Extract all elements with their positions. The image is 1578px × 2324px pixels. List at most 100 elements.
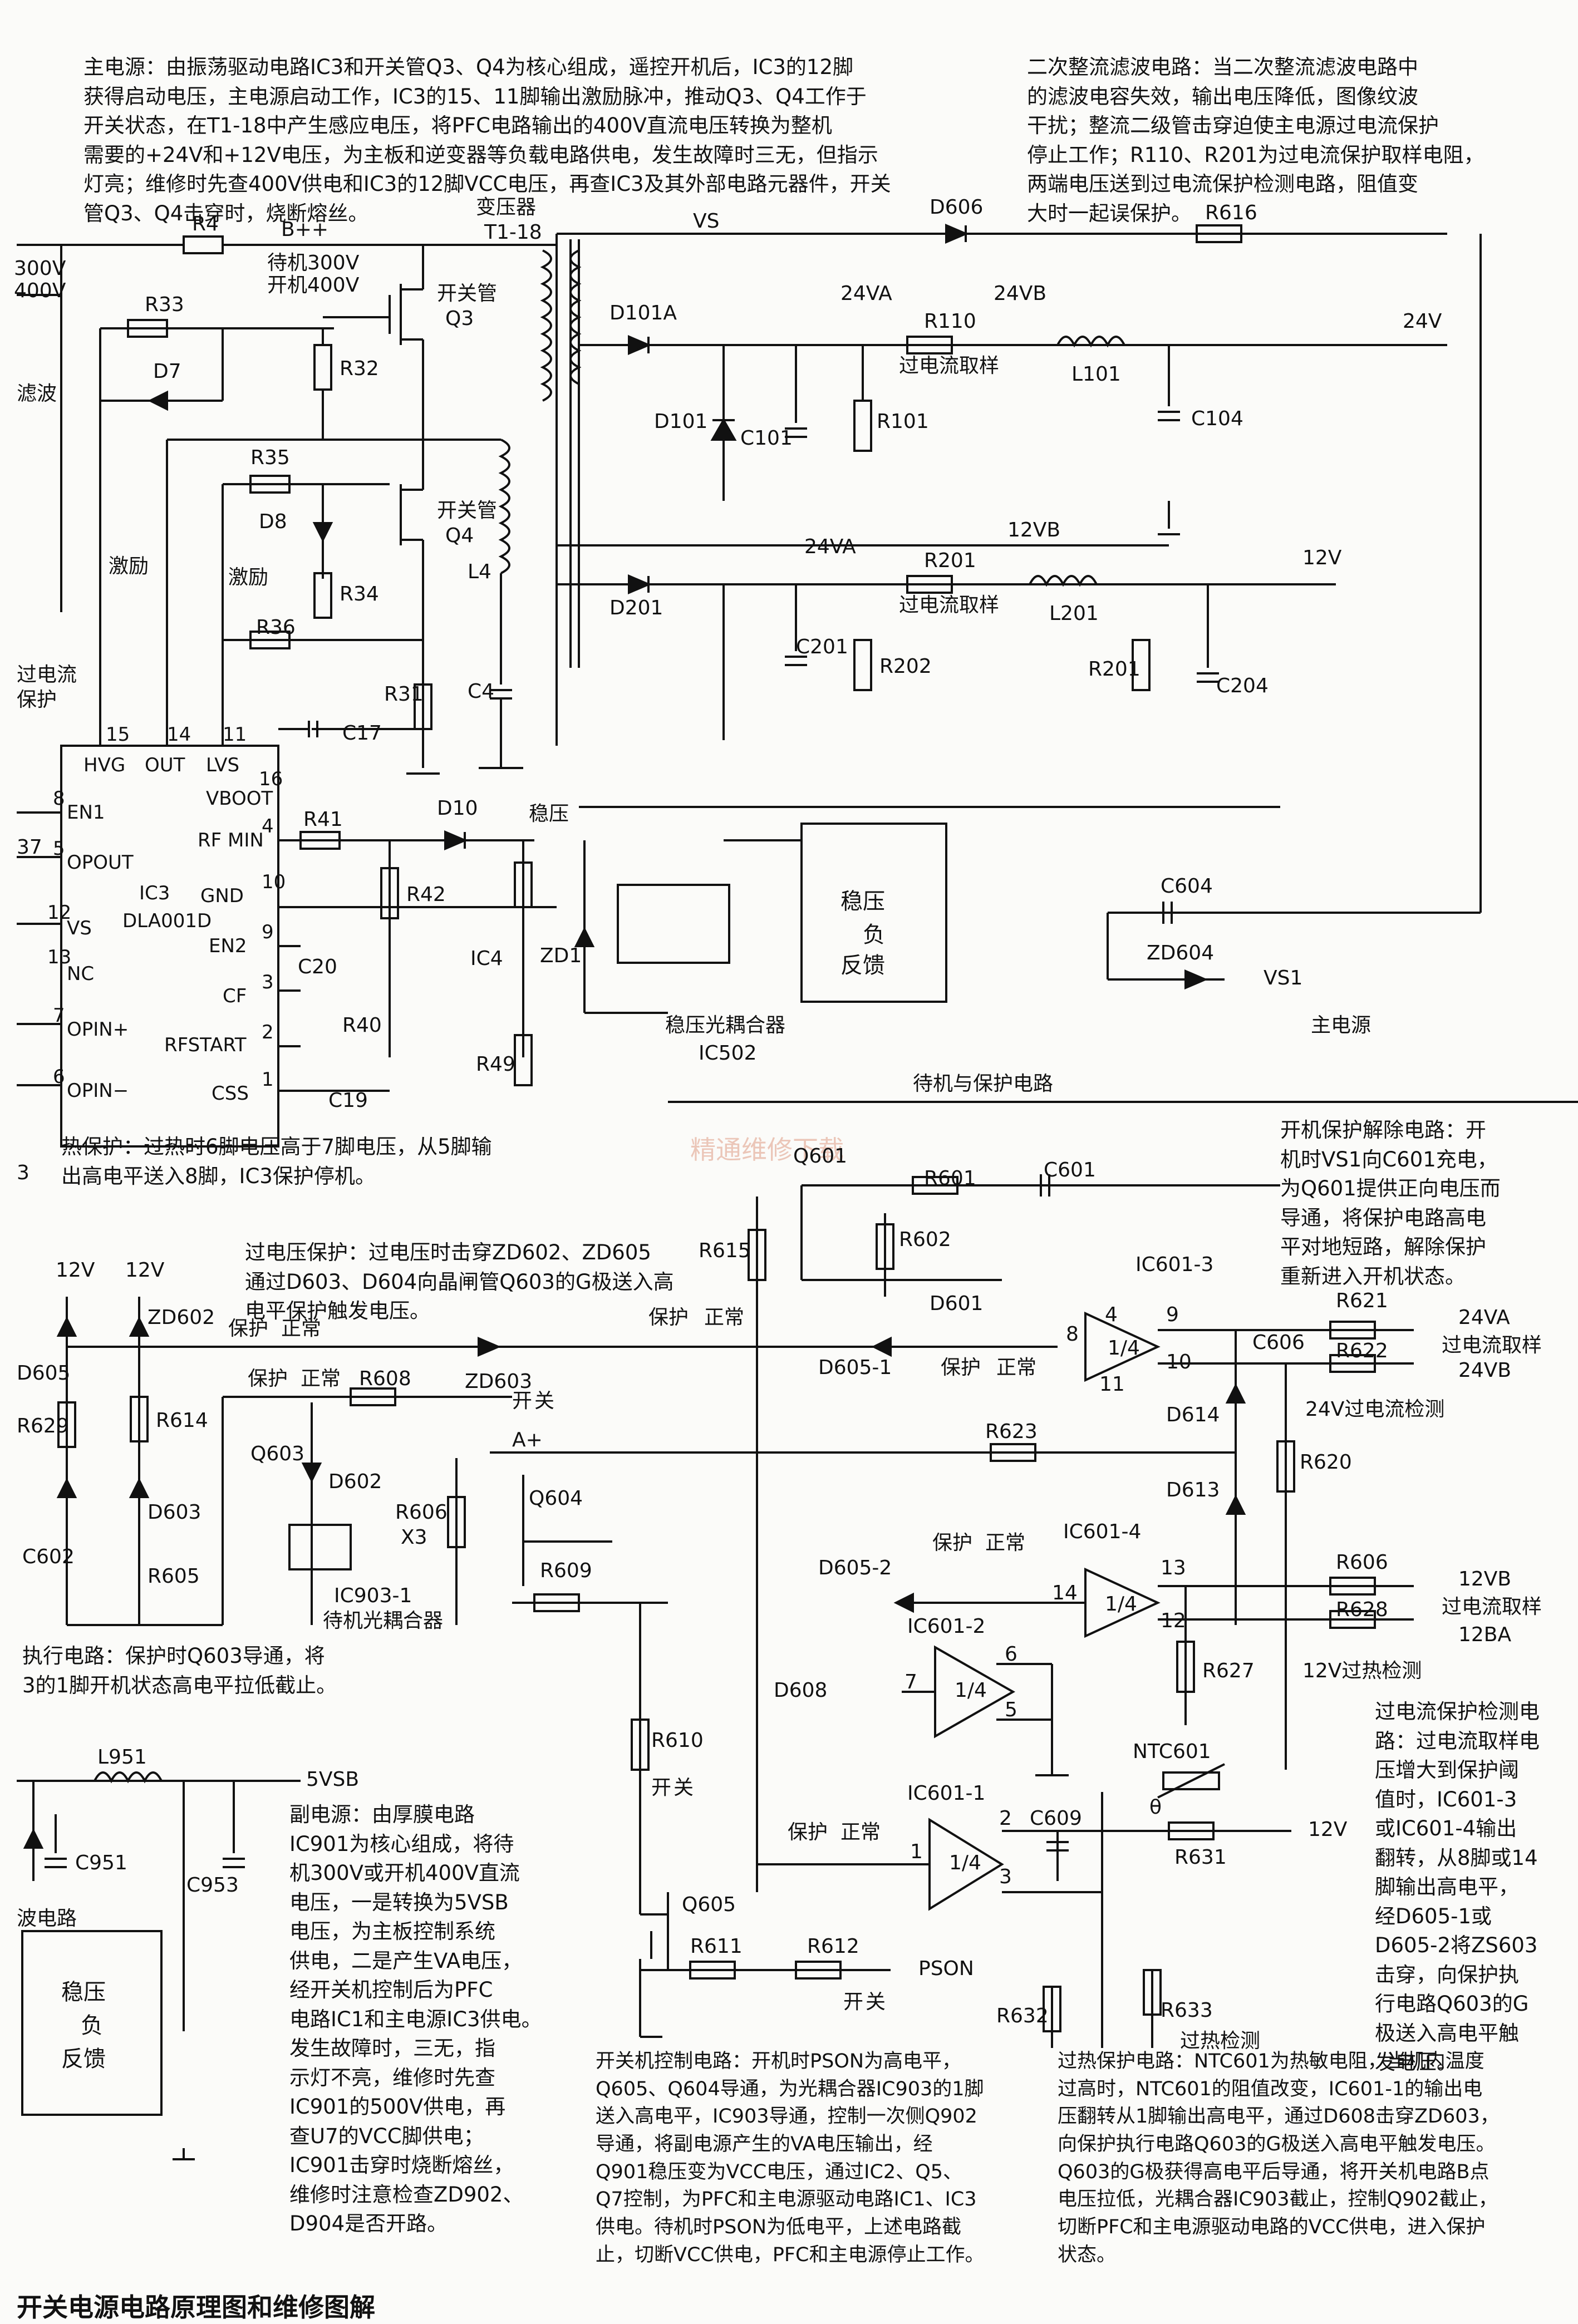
12v-out-label: 12V [1302,546,1342,569]
ic6014-label: IC601-4 [1063,1520,1142,1543]
ic3-pin-hvg: HVG [83,754,126,776]
ic3-pin-15: 15 [106,723,130,746]
q601-label: Q601 [793,1145,848,1168]
5vsb-label: 5VSB [306,1768,360,1791]
vs-label: VS [693,210,720,233]
ic3-pin-rfmin: RF MIN [198,829,264,851]
pin-3: 3 [17,1161,30,1184]
d201-label: D201 [609,597,663,619]
poweron-400v: 开机400V [267,274,360,297]
ic3-pin-opin-plus: OPIN+ [67,1018,129,1041]
c20-label: C20 [298,956,337,978]
normal-5: 正常 [985,1532,1026,1554]
guan-1: 关 [534,1390,555,1412]
l4-label: L4 [468,560,491,583]
r33-label: R33 [145,293,184,316]
l201-label: L201 [1049,602,1099,625]
r609-label: R609 [540,1559,592,1582]
guan-2: 关 [674,1776,694,1799]
ic3-pin-out: OUT [145,754,185,776]
input-voltage-400: 400V [14,279,66,302]
r610-label: R610 [651,1729,704,1752]
r620-label: R620 [1300,1451,1352,1474]
c609-label: C609 [1030,1807,1082,1830]
x3-label: X3 [401,1526,427,1549]
d602-label: D602 [328,1470,382,1493]
12ba-label: 12BA [1458,1623,1512,1646]
d603-label: D603 [148,1501,201,1524]
d7-label: D7 [153,360,181,383]
oc-sample-3: 过电流取样 [1442,1334,1542,1357]
c19-label: C19 [328,1089,368,1112]
r631-label: R631 [1174,1846,1227,1869]
24vb3-label: 24VB [1458,1359,1512,1382]
ic3-pin-rfstart: RFSTART [164,1034,247,1056]
r34-label: R34 [340,583,379,605]
kai-3: 开 [843,1991,864,2013]
feedback-block-3: 反馈 [840,953,885,978]
r4-label: R4 [192,213,219,235]
12vb-label: 12VB [1007,519,1061,541]
d10-label: D10 [437,797,478,820]
ic6014-pin12: 12 [1161,1609,1186,1632]
q4-type: 开关管 [437,499,498,522]
d6051-label: D605-1 [818,1356,892,1379]
ic3-pin-vs: VS [67,917,92,939]
sub-feedback-1: 稳压 [61,1980,106,2005]
r32-label: R32 [340,357,379,380]
l951-label: L951 [97,1746,147,1769]
protect-1: 保护 [941,1356,981,1379]
figure-caption: 开关电源电路原理图和维修图解 [17,2292,375,2322]
r40-label: R40 [342,1014,382,1037]
overcurrent-protect-1: 过电流 [17,663,77,686]
excite-label-1: 激励 [109,555,149,578]
zd604-label: ZD604 [1147,942,1215,964]
r49-label: R49 [476,1053,515,1076]
ic3-name: IC3 [139,882,170,904]
ic3-pin-13: 13 [47,946,72,968]
r628-label: R628 [1336,1598,1388,1621]
ic3-pin-3: 3 [262,971,274,993]
ic3-pin-12: 12 [47,902,72,924]
protect-3: 保护 [228,1317,269,1340]
ic6012-pin7: 7 [904,1671,917,1693]
ic3-pin-9: 9 [262,921,274,943]
24va-label: 24VA [840,282,892,305]
r632-label: R632 [996,2005,1049,2027]
watermark: 精通维修下载 [690,1135,844,1165]
optocoupler-label: 稳压光耦合器 [665,1014,786,1037]
r633-label: R633 [1161,1999,1213,2022]
12va-label: 12V [56,1259,95,1282]
ic6013-pin9: 9 [1166,1303,1179,1326]
r627-label: R627 [1202,1660,1255,1682]
ic3-pin-10: 10 [262,871,286,893]
d614-label: D614 [1166,1404,1220,1426]
24v-out-label: 24V [1403,310,1442,333]
ic6012-quarter: 1/4 [955,1679,987,1702]
ic3-pin-6: 6 [53,1066,65,1088]
excite-label-2: 激励 [228,566,269,589]
c101-label: C101 [740,427,793,450]
ic3-pin-11: 11 [223,723,247,746]
r31-label: R31 [384,683,424,706]
regulation-label: 稳压 [529,802,569,825]
d601-label: D601 [930,1292,984,1315]
ic6014-quarter: 1/4 [1105,1593,1137,1616]
pin-37: 37 [17,836,42,859]
ic4-label: IC4 [470,947,503,970]
normal-6: 正常 [840,1821,881,1844]
ic3-pin-7: 7 [53,1005,65,1027]
protect-6: 保护 [788,1821,828,1844]
r622-label: R622 [1336,1340,1388,1362]
d606-label: D606 [930,196,984,219]
pson-label: PSON [918,1957,974,1980]
r606b-label: R606 [1336,1551,1388,1574]
oc-sample-4: 过电流取样 [1442,1596,1542,1618]
ic502-label: IC502 [699,1042,757,1065]
ic6013-pin10: 10 [1166,1351,1192,1373]
protect-5: 保护 [932,1532,973,1554]
aplus-label: A+ [512,1429,543,1451]
r608-label: R608 [359,1367,411,1390]
ic3-pin-2: 2 [262,1021,274,1043]
ic3-pin-opout: OPOUT [67,851,134,874]
